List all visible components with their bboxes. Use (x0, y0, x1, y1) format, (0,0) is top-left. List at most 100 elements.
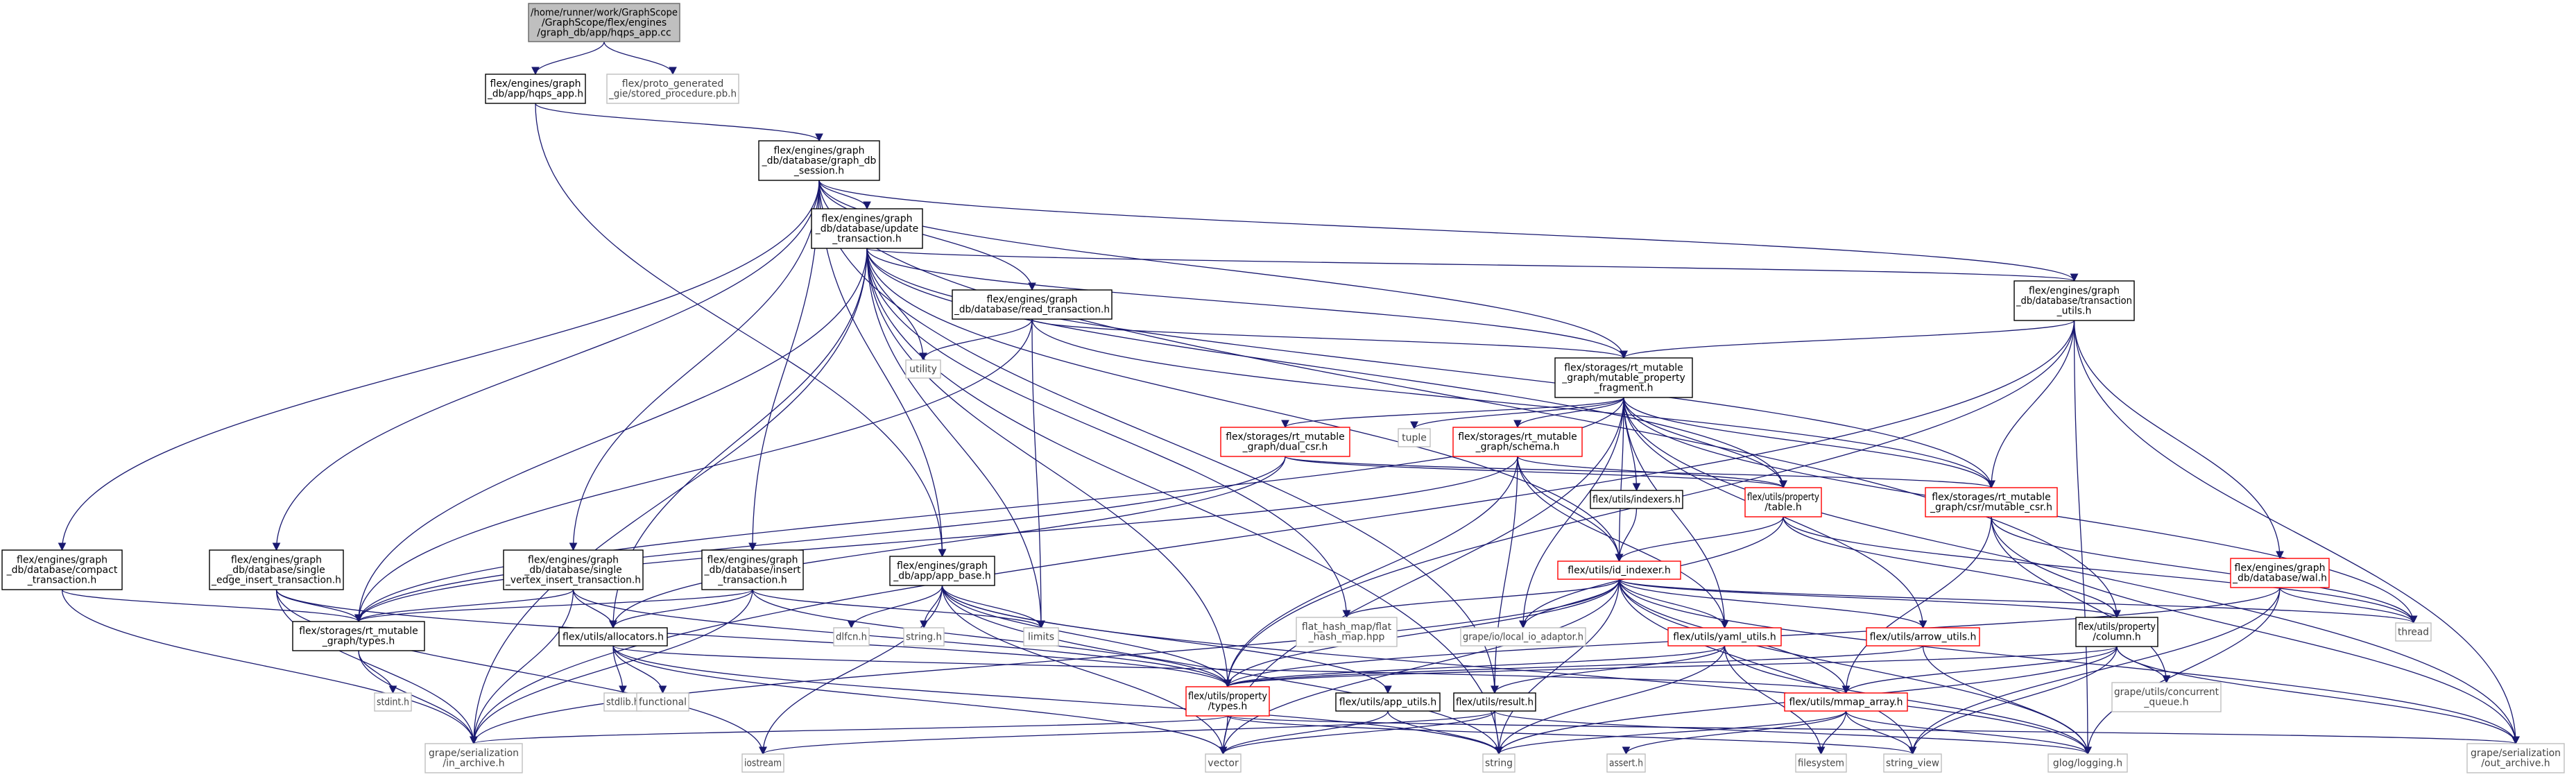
node-label-line: _graph/types.h (322, 636, 395, 647)
node-box (1925, 487, 2058, 517)
node-string[interactable]: string (1482, 753, 1515, 773)
edge-mmap_array-to-string_view (1845, 710, 1917, 755)
node-box (636, 692, 689, 712)
node-thread[interactable]: thread (2395, 622, 2432, 642)
node-functional[interactable]: functional (636, 692, 689, 712)
node-stdint[interactable]: stdint.h (374, 692, 412, 712)
node-vector[interactable]: vector (1205, 753, 1242, 773)
edge-transaction_utils-to-mutable_property_fragment (1620, 320, 2075, 359)
node-stored_procedure[interactable]: flex/proto_generated_gie/stored_procedur… (606, 74, 739, 104)
node-label-line: string.h (906, 631, 942, 642)
node-assert[interactable]: assert.h (1606, 753, 1646, 773)
node-update_transaction[interactable]: flex/engines/graph_db/database/update_tr… (811, 208, 923, 249)
node-rt_types[interactable]: flex/storages/rt_mutable_graph/types.h (292, 621, 425, 651)
node-label-line: _graph/mutable_property (1561, 373, 1685, 384)
node-label-line: flex/storages/rt_mutable (1458, 431, 1577, 443)
edge-allocators-to-mmap_array (612, 645, 1850, 694)
edge-id_indexer-to-string_view (1618, 579, 1917, 755)
node-glog[interactable]: glog/logging.h (2047, 753, 2128, 773)
node-label-line: flat_hash_map/flat (1302, 622, 1392, 633)
node-mmap_array[interactable]: flex/utils/mmap_array.h (1784, 692, 1908, 712)
node-mutable_property_fragment[interactable]: flex/storages/rt_mutable_graph/mutable_p… (1554, 357, 1693, 398)
node-dual_csr[interactable]: flex/storages/rt_mutable_graph/dual_csr.… (1220, 427, 1350, 457)
edge-read_transaction-to-mutable_csr (1031, 318, 1995, 489)
edge-transaction_utils-to-in_archive (470, 320, 2075, 745)
edge-arrow_utils-to-glog (1922, 645, 2092, 755)
node-hqps_app_h[interactable]: flex/engines/graph_db/app/hqps_app.h (485, 74, 586, 104)
node-mutable_csr[interactable]: flex/storages/rt_mutable_graph/csr/mutab… (1925, 487, 2058, 517)
node-box (209, 549, 344, 590)
edge-update_transaction-to-in_archive (470, 248, 868, 745)
node-label-line: filesystem (1798, 757, 1844, 769)
node-wal[interactable]: flex/engines/graph_db/database/wal.h (2230, 558, 2330, 588)
node-read_transaction[interactable]: flex/engines/graph_db/database/read_tran… (952, 289, 1113, 320)
node-string_h[interactable]: string.h (903, 627, 945, 647)
edge-allocators-to-functional (612, 645, 667, 694)
node-label-line: flex/engines/graph (774, 145, 865, 156)
edge-property_table-to-id_indexer (1615, 516, 1784, 563)
node-label-line: utility (909, 363, 937, 375)
node-iostream[interactable]: iostream (741, 753, 784, 773)
node-arrow_utils[interactable]: flex/utils/arrow_utils.h (1866, 627, 1980, 647)
edge-result-to-iostream (759, 710, 1495, 755)
node-box (1452, 427, 1583, 457)
edge-mutable_csr-to-mmap_array (1841, 516, 1992, 694)
node-label-line: _db/database/insert (703, 565, 801, 576)
node-app_base[interactable]: flex/engines/graph_db/app/app_base.h (889, 556, 995, 586)
node-box (2466, 743, 2565, 773)
node-stdlib[interactable]: stdlib.h (603, 692, 642, 712)
edge-schema-to-rt_types (354, 456, 1518, 623)
node-label-line: flex/storages/rt_mutable (1932, 492, 2051, 503)
edge-hqps_app_h-to-app_base (535, 103, 947, 558)
node-app_utils[interactable]: flex/utils/app_utils.h (1335, 692, 1441, 712)
node-utility[interactable]: utility (905, 359, 941, 379)
node-filesystem[interactable]: filesystem (1795, 753, 1847, 773)
node-single_vertex_insert[interactable]: flex/engines/graph_db/database/single_ve… (503, 549, 644, 590)
node-box (2013, 280, 2135, 321)
edge-property_table-to-thread (1783, 516, 2418, 624)
node-yaml_utils[interactable]: flex/utils/yaml_utils.h (1667, 627, 1782, 647)
node-property_table[interactable]: flex/utils/property/table.h (1744, 487, 1822, 517)
edge-graph_db_session-to-single_vertex_insert (569, 180, 820, 551)
node-indexers[interactable]: flex/utils/indexers.h (1590, 490, 1683, 509)
node-insert_transaction[interactable]: flex/engines/graph_db/database/insert_tr… (701, 549, 804, 590)
node-property_column[interactable]: flex/utils/property/column.h (2075, 617, 2158, 647)
node-concurrent_queue[interactable]: grape/utils/concurrent_queue.h (2111, 682, 2222, 712)
node-single_edge_insert[interactable]: flex/engines/graph_db/database/single_ed… (209, 549, 344, 590)
node-box (1557, 560, 1681, 580)
node-id_indexer[interactable]: flex/utils/id_indexer.h (1557, 560, 1681, 580)
edge-yaml_utils-to-result (1491, 645, 1726, 694)
node-result[interactable]: flex/utils/result.h (1453, 692, 1536, 712)
node-property_types[interactable]: flex/utils/property/types.h (1185, 686, 1270, 717)
node-transaction_utils[interactable]: flex/engines/graph_db/database/transacti… (2013, 280, 2135, 321)
edge-read_transaction-to-mutable_property_fragment (1031, 318, 1628, 359)
node-box (292, 621, 425, 651)
node-label-line: _edge_insert_transaction.h (211, 574, 341, 585)
node-label-line: limits (1028, 631, 1054, 642)
node-label-line: stdlib.h (606, 696, 639, 708)
node-tuple[interactable]: tuple (1398, 428, 1431, 447)
node-limits[interactable]: limits (1023, 627, 1059, 647)
node-schema[interactable]: flex/storages/rt_mutable_graph/schema.h (1452, 427, 1583, 457)
edge-update_transaction-to-rt_types (354, 248, 868, 623)
edge-transaction_utils-to-out_archive (2073, 320, 2520, 745)
node-allocators[interactable]: flex/utils/allocators.h (558, 627, 668, 647)
node-compact_transaction[interactable]: flex/engines/graph_db/database/compact_t… (1, 549, 123, 590)
node-in_archive[interactable]: grape/serialization/in_archive.h (424, 743, 523, 773)
edge-transaction_utils-to-wal (2073, 320, 2284, 560)
edge-single_vertex_insert-to-property_types (572, 589, 1232, 688)
node-graph_db_session[interactable]: flex/engines/graph_db/database/graph_db_… (758, 140, 880, 181)
node-dlfcn[interactable]: dlfcn.h (833, 627, 870, 647)
node-out_archive[interactable]: grape/serialization/out_archive.h (2466, 743, 2565, 773)
node-box (424, 743, 523, 773)
node-flat_hash_map[interactable]: flat_hash_map/flat_hash_map.hpp (1296, 617, 1398, 647)
node-box (1590, 490, 1683, 509)
node-label-line: iostream (744, 757, 782, 769)
node-local_io_adaptor[interactable]: grape/io/local_io_adaptor.h (1460, 627, 1586, 647)
node-box (1795, 753, 1847, 773)
node-label-line: flex/engines/graph (2029, 285, 2120, 296)
node-box (2111, 682, 2222, 712)
node-string_view[interactable]: string_view (1883, 753, 1942, 773)
node-label-line: flex/storages/rt_mutable (1564, 362, 1683, 373)
edge-property_types-to-string_view (1227, 715, 1916, 755)
